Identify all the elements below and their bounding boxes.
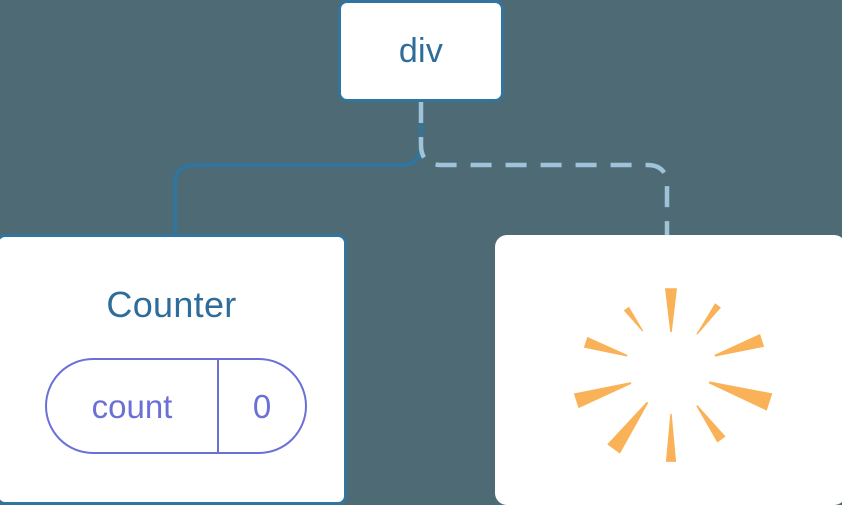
div-node-label: div	[398, 32, 444, 70]
counter-node[interactable]: Counter count 0	[0, 234, 347, 505]
spinner-ray-9	[623, 306, 643, 332]
div-node[interactable]: div	[338, 0, 504, 102]
spinner-ray-6	[606, 401, 648, 454]
spinner-ray-7	[573, 382, 631, 409]
spinner-ray-1	[695, 303, 721, 335]
counter-node-label: Counter	[106, 284, 237, 325]
spinner-ray-0	[664, 288, 677, 333]
counter-prop-value: 0	[217, 360, 305, 452]
spinner-ray-2	[713, 334, 764, 357]
loading-spinner-icon	[573, 288, 772, 462]
spinner-ray-5	[665, 413, 676, 462]
edge-div-to-counter	[173, 100, 423, 239]
spinner-ray-8	[583, 336, 628, 357]
spinner-ray-3	[708, 381, 772, 411]
spinner-ray-4	[695, 405, 726, 443]
edge-div-to-spinner	[418, 102, 670, 238]
spinner-node[interactable]	[495, 235, 842, 505]
counter-prop-pill[interactable]: count 0	[45, 358, 307, 454]
counter-prop-name: count	[91, 387, 173, 425]
